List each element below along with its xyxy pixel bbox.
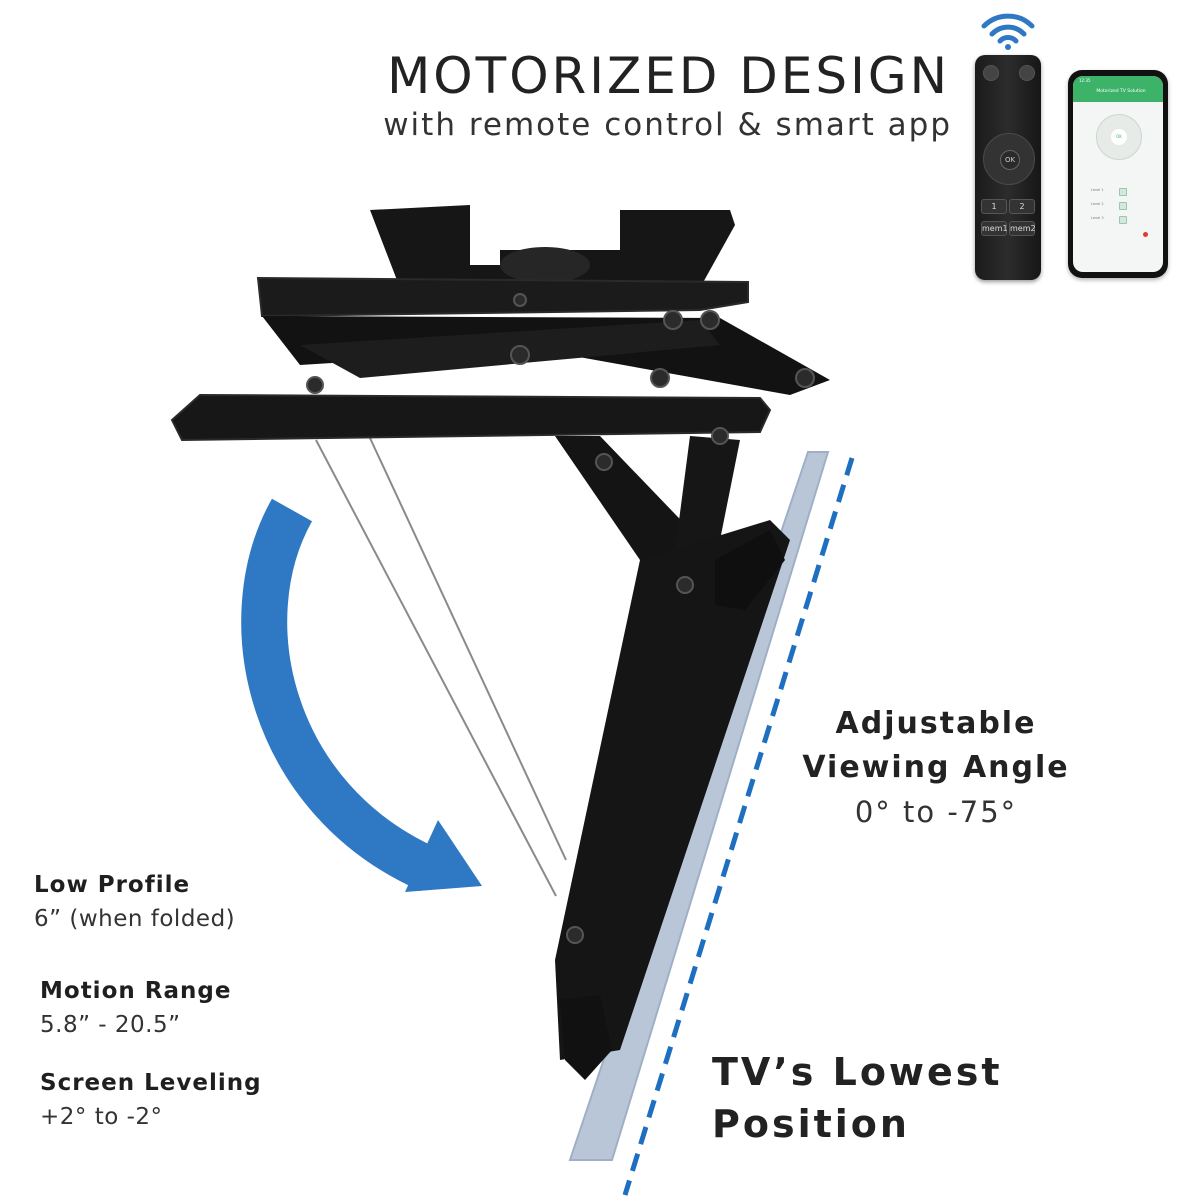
preset-icon — [1119, 202, 1127, 210]
spec-value: 5.8” - 20.5” — [40, 1012, 181, 1038]
preset-icon — [1119, 216, 1127, 224]
arm-bolts — [566, 427, 729, 944]
top-plate — [256, 276, 749, 318]
support-wire — [315, 439, 557, 897]
phone-preset-row: Level 3 — [1091, 216, 1151, 224]
phone-app-title: Motorized TV Solution — [1096, 89, 1146, 94]
smartphone: 12:35 Motorized TV Solution OK Level 1 L… — [1068, 70, 1168, 278]
phone-preset-row: Level 1 — [1091, 188, 1151, 196]
wifi-icon — [981, 13, 1035, 50]
swivel-hub — [500, 247, 590, 283]
tv-bracket — [555, 520, 790, 1060]
phone-preset-row: Level 2 — [1091, 202, 1151, 210]
remote-key-mem2: mem2 — [1009, 221, 1036, 236]
scissor-arm — [300, 320, 720, 378]
remote-key-1: 1 — [981, 199, 1007, 214]
lowest-line2: Position — [712, 1102, 910, 1146]
phone-preset-label: Level 1 — [1091, 188, 1104, 192]
spec-motion-range: Motion Range 5.8” - 20.5” — [40, 974, 231, 1042]
headline: MOTORIZED DESIGN — [387, 47, 950, 105]
pivot-bolts — [306, 293, 815, 394]
lowest-position-label: TV’s Lowest Position — [712, 1046, 1012, 1150]
remote-power-button — [983, 65, 999, 81]
spec-low-profile: Low Profile 6” (when folded) — [34, 868, 235, 936]
preset-icon — [1119, 188, 1127, 196]
support-wire — [369, 437, 567, 861]
spec-title: Motion Range — [40, 978, 232, 1004]
phone-status-dot — [1143, 232, 1148, 237]
phone-preset-label: Level 3 — [1091, 216, 1104, 220]
phone-control-wheel: OK — [1096, 114, 1142, 160]
dashed-angle-line — [622, 457, 855, 1196]
spec-value: 6” (when folded) — [34, 906, 236, 932]
subheadline: with remote control & smart app — [383, 107, 952, 143]
phone-app-bar: 12:35 Motorized TV Solution — [1073, 76, 1163, 102]
viewing-angle-callout: Adjustable Viewing Angle 0° to -75° — [796, 702, 1076, 834]
bottom-clamp — [560, 995, 612, 1080]
remote-control: OK 1 2 mem1 mem2 — [975, 55, 1041, 280]
remote-key-mem1: mem1 — [981, 221, 1008, 236]
ceiling-bracket — [370, 205, 735, 288]
phone-time: 12:35 — [1079, 78, 1091, 83]
phone-preset-label: Level 2 — [1091, 202, 1104, 206]
angle-title-line1: Adjustable — [835, 706, 1037, 741]
remote-dpad: OK — [983, 133, 1035, 185]
remote-ok-button: OK — [1000, 150, 1020, 170]
curved-arrow-icon — [241, 498, 482, 892]
remote-key-2: 2 — [1009, 199, 1035, 214]
angle-title-line2: Viewing Angle — [802, 750, 1070, 785]
base-plate — [170, 393, 772, 442]
lowest-line1: TV’s Lowest — [712, 1050, 1003, 1094]
spec-title: Screen Leveling — [40, 1070, 262, 1096]
remote-mute-button — [1019, 65, 1035, 81]
angle-value: 0° to -75° — [854, 795, 1018, 829]
tilt-lock — [715, 530, 785, 610]
spec-value: +2° to -2° — [40, 1104, 163, 1130]
spec-title: Low Profile — [34, 872, 191, 898]
phone-screen: 12:35 Motorized TV Solution OK Level 1 L… — [1073, 76, 1163, 272]
phone-center-button: OK — [1111, 129, 1127, 145]
spec-screen-leveling: Screen Leveling +2° to -2° — [40, 1066, 262, 1134]
